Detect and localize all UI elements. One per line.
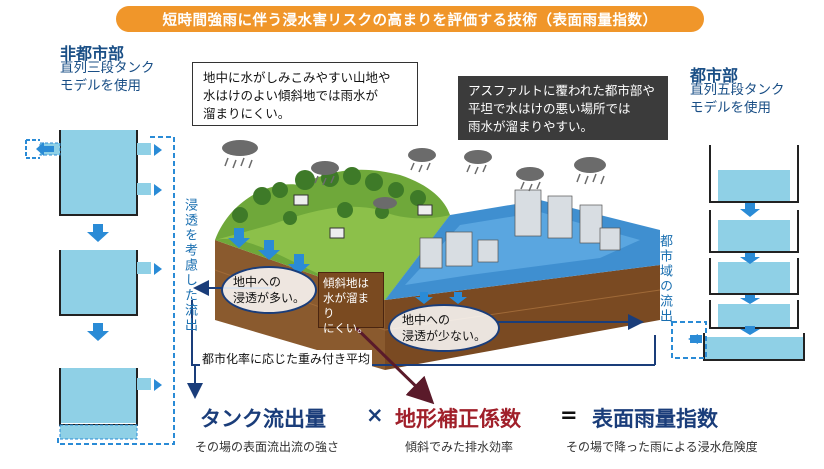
formula-term-tank-outflow: タンク流出量 bbox=[200, 407, 326, 431]
callout-mountain-line3: 溜まりにくい。 bbox=[203, 106, 291, 121]
left-model-sub2: モデルを使用 bbox=[60, 78, 141, 94]
weighted-average-label: 都市化率に応じた重み付き平均 bbox=[200, 350, 373, 367]
right-model-heading: 都市部 bbox=[690, 66, 739, 85]
right-model-sub2: モデルを使用 bbox=[690, 100, 771, 116]
vertical-label-infiltration: 浸透を考慮した流出 bbox=[182, 198, 197, 333]
left-tank-3-water bbox=[60, 368, 137, 423]
left-tank-1-water bbox=[60, 130, 137, 215]
ellipse-left-line1: 地中への bbox=[232, 275, 281, 289]
right-tank-model bbox=[671, 145, 805, 361]
ellipse-right-line1: 地中への bbox=[401, 313, 450, 327]
callout-mountain-line2: 水はけのよい傾斜地では雨水が bbox=[203, 88, 379, 103]
formula-desc-surface-rainfall-index: その場で降った雨による浸水危険度 bbox=[566, 440, 758, 454]
ellipse-infiltration-low: 地中への浸透が少ない。 bbox=[388, 304, 500, 352]
callout-urban-line3: 雨水が溜まりやすい。 bbox=[468, 119, 594, 134]
callout-urban-line2: 平坦で水はけの悪い場所では bbox=[468, 101, 631, 116]
callout-mountain-line1: 地中に水がしみこみやすい山地や bbox=[203, 70, 391, 85]
formula-term-surface-rainfall-index: 表面雨量指数 bbox=[592, 407, 718, 431]
weighted-average-line bbox=[191, 300, 655, 366]
slope-note-box: 傾斜地は 水が溜まり にくい。 bbox=[318, 272, 384, 335]
formula-operator-multiply: × bbox=[366, 403, 384, 427]
callout-urban: アスファルトに覆われた都市部や 平坦で水はけの悪い場所では 雨水が溜まりやすい。 bbox=[458, 76, 668, 140]
page-title: 短時間強雨に伴う浸水害リスクの高まりを評価する技術（表面雨量指数） bbox=[116, 6, 704, 32]
ellipse-infiltration-high: 地中への浸透が多い。 bbox=[221, 266, 317, 314]
vertical-label-urban: 都市域の流出 bbox=[657, 234, 672, 324]
left-tank-model bbox=[25, 130, 175, 445]
left-tank-2-water bbox=[60, 250, 137, 315]
right-model-sub1: 直列五段タンク bbox=[690, 82, 785, 98]
slope-note-line1: 傾斜地は bbox=[323, 276, 369, 290]
left-model-sub1: 直列三段タンク bbox=[60, 60, 155, 76]
formula-term-terrain-factor: 地形補正係数 bbox=[395, 407, 521, 431]
callout-mountain: 地中に水がしみこみやすい山地や 水はけのよい傾斜地では雨水が 溜まりにくい。 bbox=[192, 62, 418, 126]
slope-note-line2: 水が溜まり bbox=[323, 291, 369, 320]
formula-desc-terrain-factor: 傾斜でみた排水効率 bbox=[405, 440, 514, 454]
left-model-heading: 非都市部 bbox=[60, 44, 125, 63]
ellipse-left-line2: 浸透が多い。 bbox=[232, 291, 305, 305]
slope-factor-arrow bbox=[348, 320, 435, 405]
ellipse-right-line2: 浸透が少ない。 bbox=[401, 329, 486, 343]
formula-operator-equals: = bbox=[560, 403, 578, 427]
callout-urban-line1: アスファルトに覆われた都市部や bbox=[468, 83, 655, 98]
slope-note-line3: にくい。 bbox=[323, 321, 369, 335]
formula-desc-tank-outflow: その場の表面流出流の強さ bbox=[195, 440, 340, 454]
